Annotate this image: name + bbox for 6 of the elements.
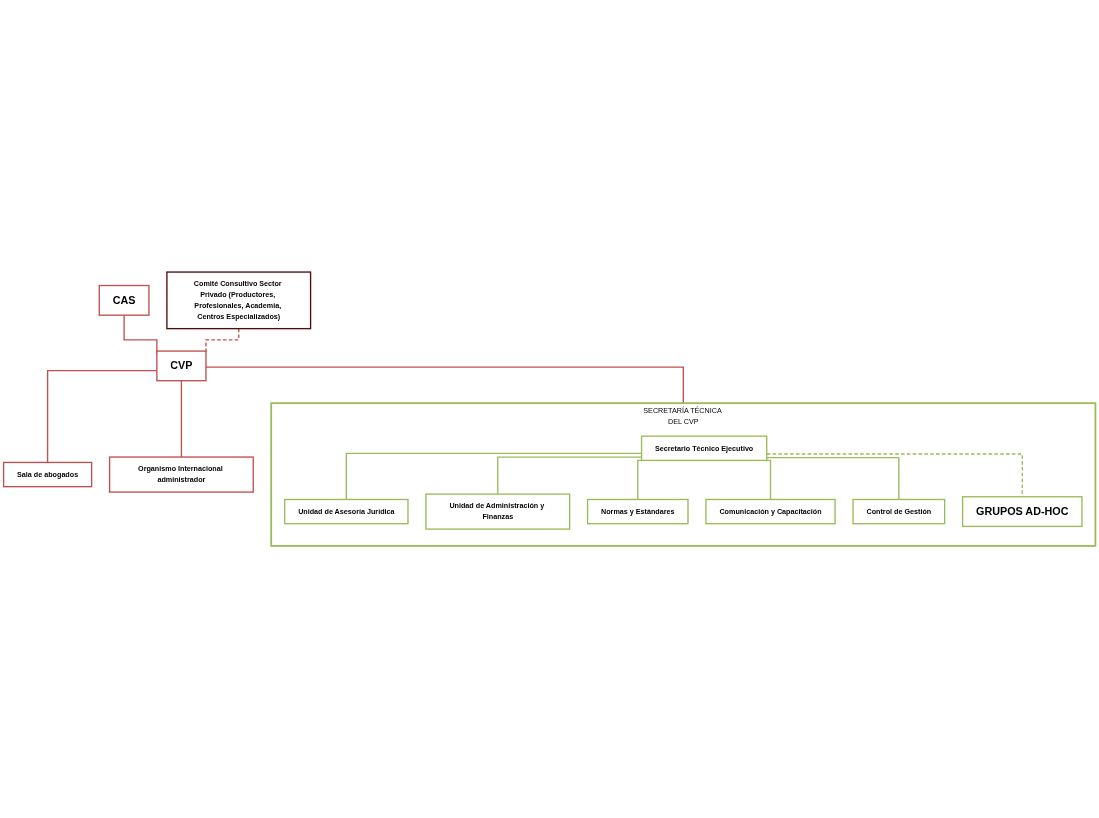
node-box: CAS [98, 284, 150, 316]
node-box: GRUPOS AD-HOC [961, 496, 1083, 528]
node-box: CVP [156, 350, 207, 382]
connector [766, 456, 900, 501]
connector [205, 366, 684, 404]
connector [180, 380, 183, 458]
